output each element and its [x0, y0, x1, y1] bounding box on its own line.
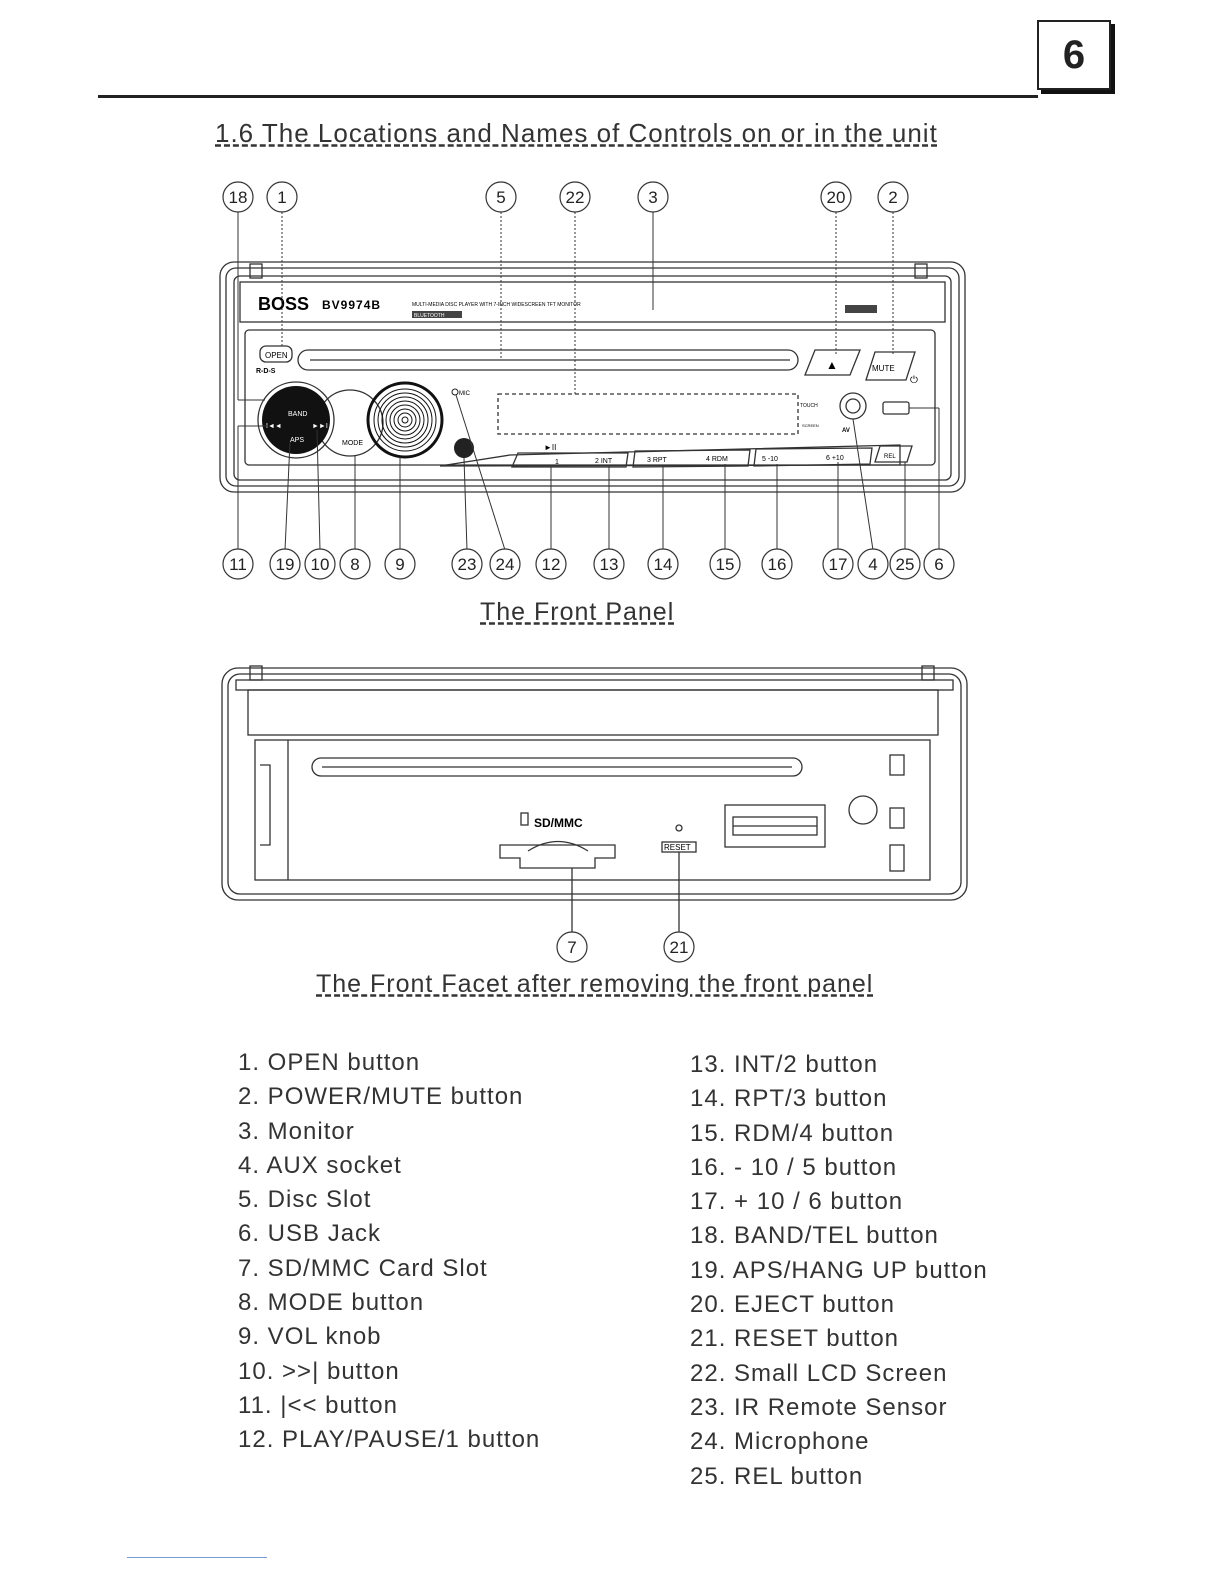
list-item: 4. AUX socket [238, 1151, 402, 1179]
list-item: 24. Microphone [690, 1428, 870, 1456]
band-label: BAND [288, 411, 307, 418]
callout-top-3: 5 [496, 188, 505, 207]
mute-label: MUTE [872, 364, 895, 373]
callout-bottom-2: 19 [276, 555, 295, 574]
list-item: 8. MODE button [238, 1289, 425, 1317]
num-button-4: 4 RDM [706, 456, 728, 463]
list-item: 20. EJECT button [690, 1291, 895, 1319]
list-item: 15. RDM/4 button [690, 1119, 895, 1147]
callout-bottom-16: 6 [934, 555, 943, 574]
front-facet-caption: The Front Facet after removing the front… [316, 970, 874, 998]
callout-bottom-3: 10 [311, 555, 330, 574]
callout-bottom-11: 15 [716, 555, 735, 574]
reset-label: RESET [664, 843, 691, 852]
callout-bottom-7: 24 [496, 555, 515, 574]
list-item: 3. Monitor [238, 1117, 355, 1145]
rel-label: REL [884, 454, 896, 460]
brand-logo: BOSS [258, 294, 309, 314]
description-label: MULTI-MEDIA DISC PLAYER WITH 7-INCH WIDE… [412, 302, 581, 308]
list-item: 1. OPEN button [238, 1049, 421, 1076]
callout-facet-1: 7 [567, 938, 576, 957]
list-item: 22. Small LCD Screen [690, 1359, 948, 1387]
callout-bottom-6: 23 [458, 555, 477, 574]
num-button-6: 6 +10 [826, 455, 844, 462]
callout-top-4: 22 [566, 188, 585, 207]
callout-bottom-1: 11 [229, 555, 247, 574]
num-button-5: 5 -10 [762, 456, 778, 463]
callout-bottom-13: 17 [829, 555, 848, 574]
list-item: 16. - 10 / 5 button [690, 1153, 898, 1181]
callout-bottom-9: 13 [600, 555, 619, 574]
mic-label: MIC [459, 391, 471, 397]
list-item: 11. |<< button [238, 1391, 398, 1419]
front-panel-caption: The Front Panel [480, 598, 675, 626]
list-item: 2. POWER/MUTE button [238, 1083, 524, 1111]
prev-icon: I◄◄ [266, 423, 282, 430]
list-item: 9. VOL knob [238, 1323, 382, 1351]
callout-bottom-12: 16 [768, 555, 787, 574]
front-panel-diagram: BOSS BV9974B MULTI-MEDIA DISC PLAYER WIT… [219, 181, 966, 580]
callout-top-6: 20 [827, 188, 846, 207]
num-button-1: 1 [555, 459, 559, 466]
list-item: 12. PLAY/PAUSE/1 button [238, 1426, 541, 1454]
list-item: 13. INT/2 button [690, 1051, 879, 1078]
controls-list-left: 1. OPEN button 2. POWER/MUTE button 3. M… [238, 1046, 540, 1458]
list-item: 19. APS/HANG UP button [690, 1256, 988, 1284]
callout-bottom-14: 4 [868, 555, 877, 574]
list-item: 7. SD/MMC Card Slot [238, 1254, 488, 1282]
eject-icon: ▲ [826, 358, 838, 372]
callout-top-7: 2 [888, 188, 897, 207]
footer-rule [127, 1557, 267, 1558]
aps-label: APS [290, 437, 304, 444]
play-pause-label: ►II [544, 443, 556, 452]
screen-label: SCREEN [802, 423, 819, 428]
bluetooth-label: BLUETOOTH [414, 313, 445, 319]
callout-bottom-8: 12 [542, 555, 561, 574]
front-facet-diagram: SD/MMC RESET 7 21 [221, 665, 968, 963]
callout-facet-2: 21 [670, 938, 689, 957]
sd-mmc-label: SD/MMC [534, 816, 583, 830]
callout-top-1: 18 [229, 188, 248, 207]
controls-list-right: 13. INT/2 button 14. RPT/3 button 15. RD… [690, 1048, 988, 1494]
list-item: 10. >>| button [238, 1357, 400, 1385]
list-item: 18. BAND/TEL button [690, 1222, 939, 1250]
num-button-2: 2 INT [595, 458, 613, 465]
list-item: 5. Disc Slot [238, 1186, 372, 1214]
list-item: 23. IR Remote Sensor [690, 1393, 948, 1421]
callout-top-5: 3 [648, 188, 657, 207]
list-item: 21. RESET button [690, 1325, 900, 1353]
list-item: 25. REL button [690, 1462, 864, 1490]
mode-label: MODE [342, 440, 363, 447]
model-label: BV9974B [322, 298, 381, 312]
list-item: 14. RPT/3 button [690, 1085, 888, 1113]
callout-bottom-4: 8 [350, 555, 359, 574]
open-label: OPEN [265, 351, 288, 360]
header-rule [98, 95, 1038, 98]
callout-bottom-5: 9 [395, 555, 404, 574]
list-item: 17. + 10 / 6 button [690, 1188, 904, 1216]
page-number: 6 [1062, 32, 1086, 77]
page-number-box: 6 [1037, 20, 1111, 90]
callout-bottom-10: 14 [654, 555, 673, 574]
rds-label: R-D-S [256, 368, 276, 375]
next-icon: ►►I [312, 423, 328, 430]
list-item: 6. USB Jack [238, 1220, 382, 1248]
touch-label: TOUCH [800, 403, 818, 409]
num-button-3: 3 RPT [647, 457, 668, 464]
section-heading: 1.6 The Locations and Names of Controls … [215, 118, 938, 148]
callout-top-2: 1 [277, 188, 286, 207]
power-icon: ⏻ [910, 375, 918, 386]
callout-bottom-15: 25 [896, 555, 915, 574]
av-label: AV [842, 428, 850, 434]
